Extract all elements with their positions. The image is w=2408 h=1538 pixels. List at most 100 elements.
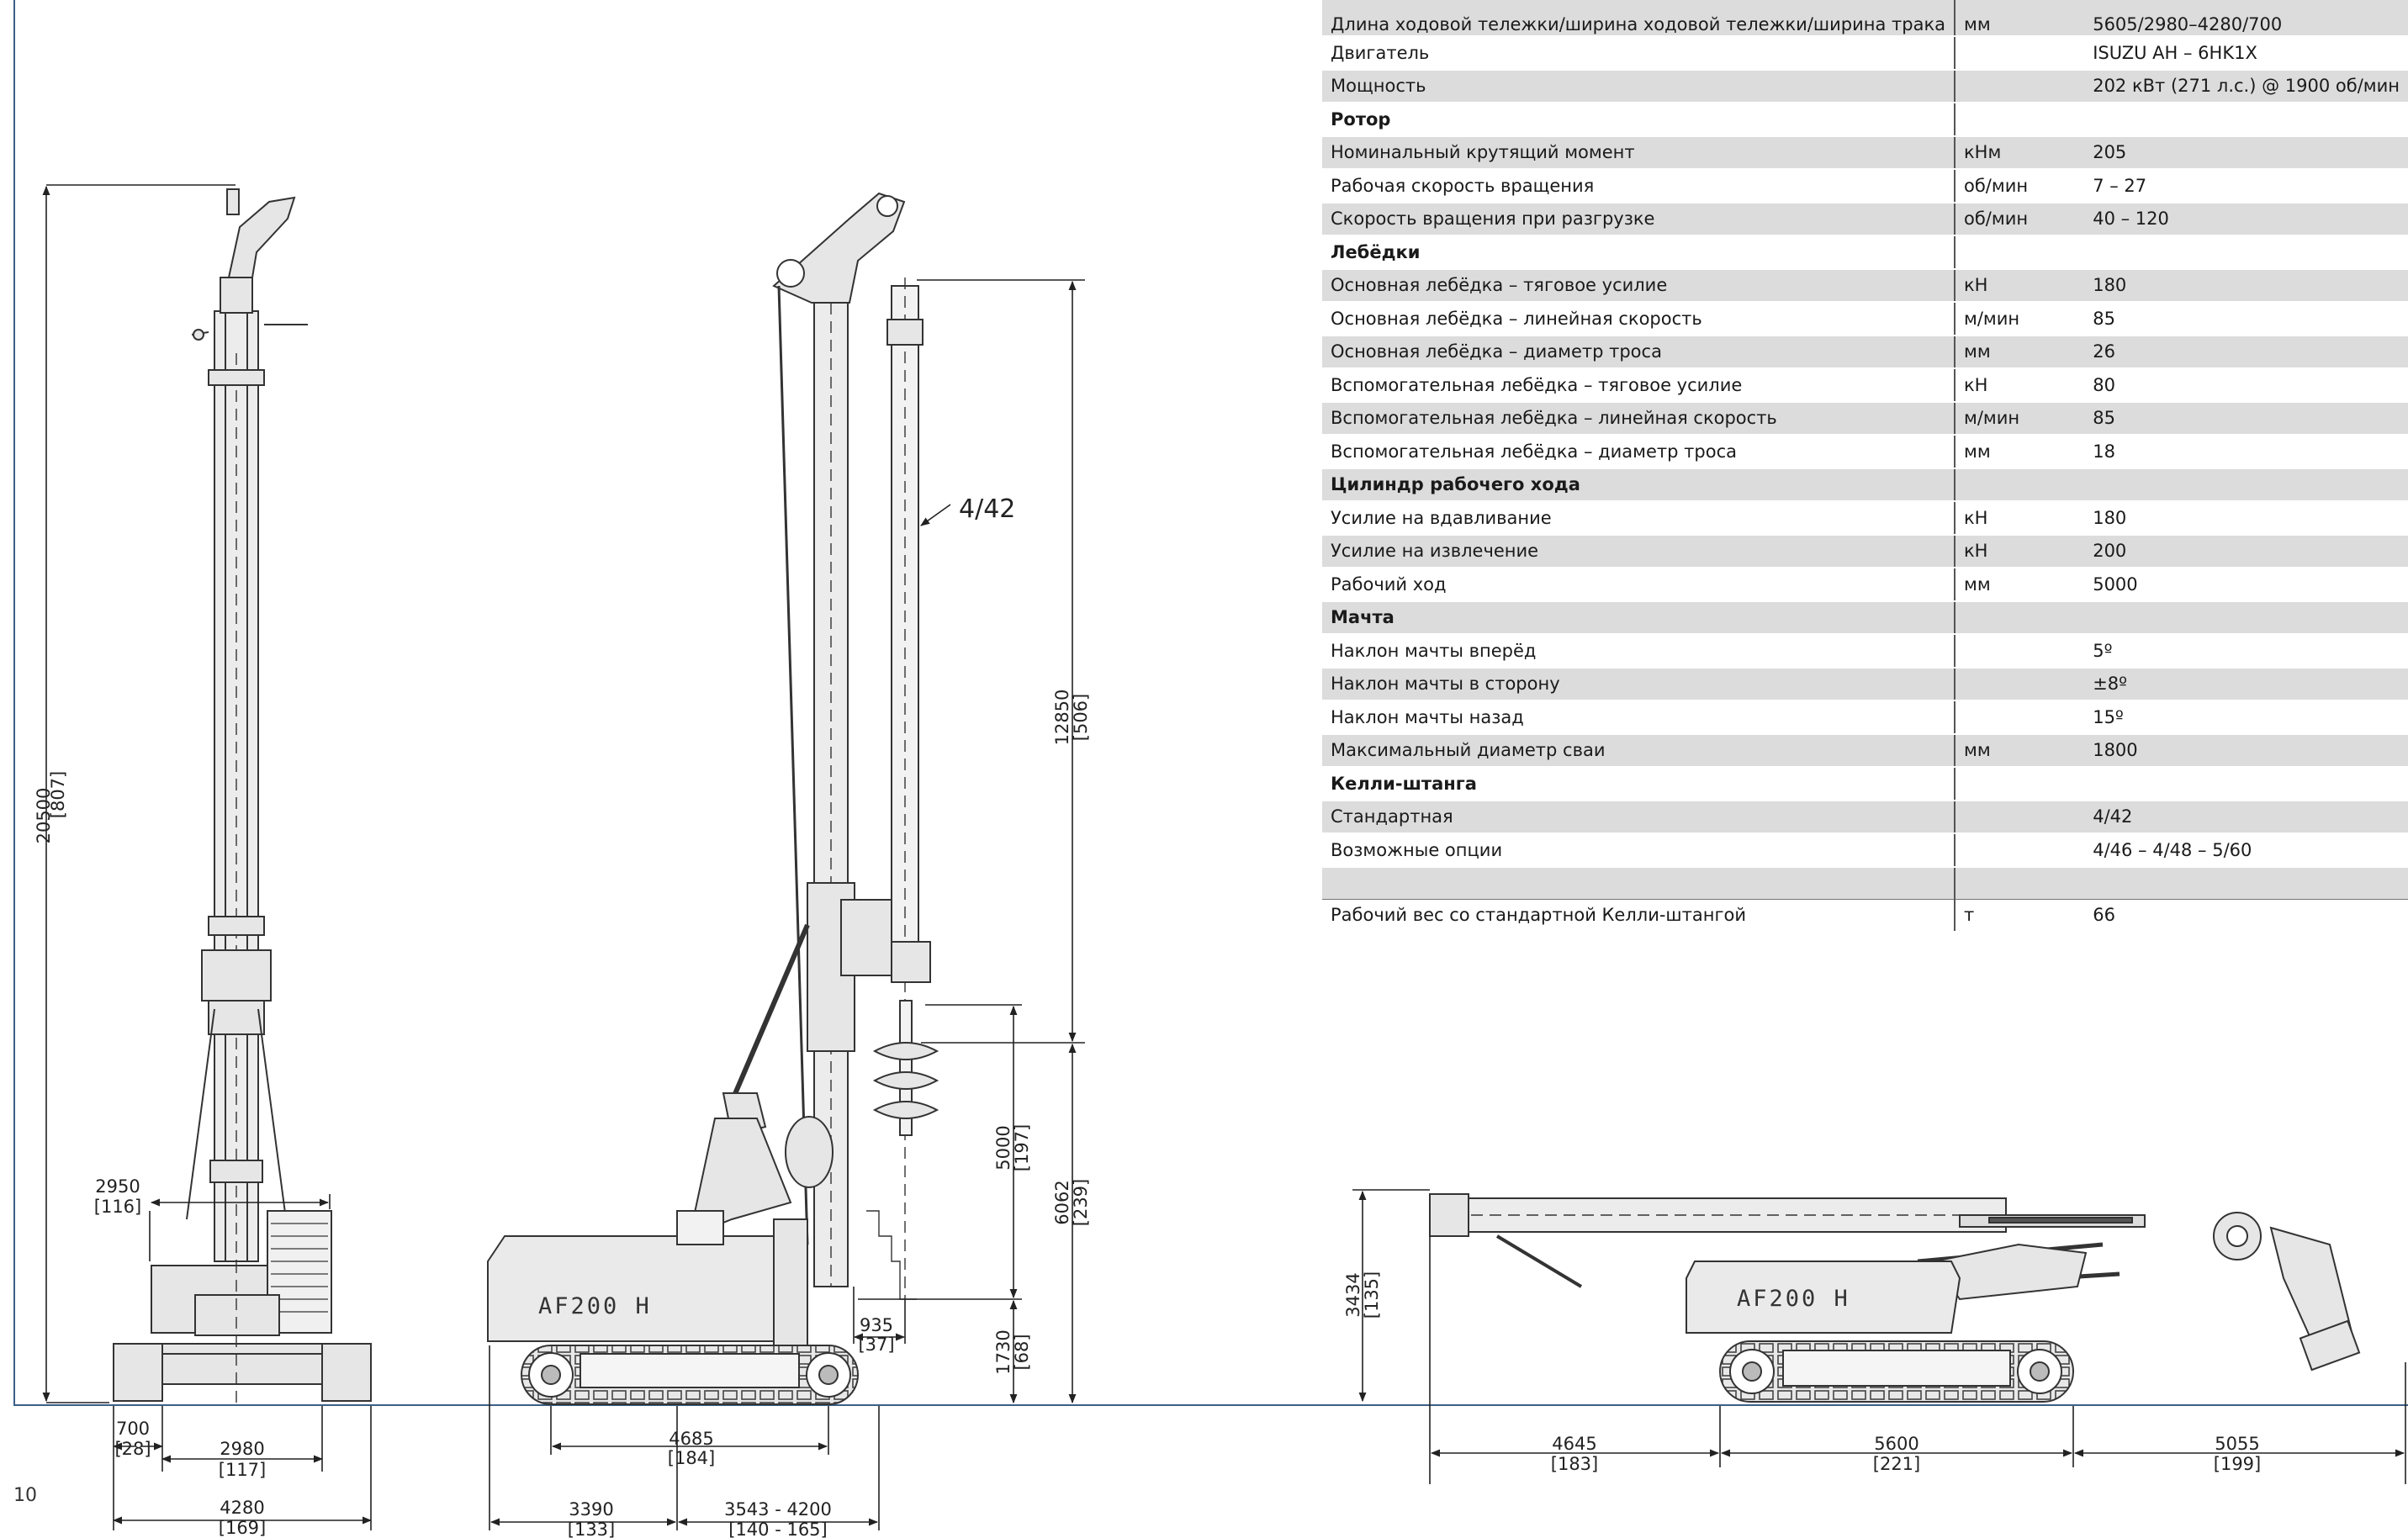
spec-label: Основная лебёдка – диаметр троса	[1322, 335, 1955, 369]
model-label-transport: AF200 H	[1737, 1286, 1850, 1312]
dim-track-length-in: [184]	[668, 1448, 715, 1468]
spec-label: Максимальный диаметр сваи	[1322, 733, 1955, 768]
spec-value: 26	[2084, 335, 2408, 369]
spec-label: Наклон мачты назад	[1322, 700, 1955, 735]
spec-value: 1800	[2084, 733, 2408, 768]
spec-value	[2084, 468, 2408, 502]
spec-unit	[1953, 667, 2085, 701]
spec-value: 5605/2980–4280/700	[2084, 0, 2408, 37]
spec-unit: кН	[1953, 368, 2085, 403]
spec-value	[2084, 235, 2408, 270]
dim-gauge-max: 4280	[220, 1498, 264, 1518]
spec-unit	[1953, 700, 2085, 735]
dim-mast-above-in: [506]	[1071, 694, 1091, 741]
kelly-callout-label: 4/42	[959, 494, 1015, 524]
spec-label: Стандартная	[1322, 800, 1955, 834]
spec-unit: мм	[1953, 0, 2085, 37]
dim-mast-above: 12850	[1052, 690, 1072, 746]
spec-value: 66	[2084, 899, 2408, 933]
dim-transport-height-in: [135]	[1362, 1271, 1382, 1319]
spec-value: 5º	[2084, 634, 2408, 669]
spec-label: Рабочий вес со стандартной Келли-штангой	[1322, 899, 1955, 933]
spec-value: 40 – 120	[2084, 202, 2408, 236]
spec-row: Длина ходовой тележки/ширина ходовой тел…	[1322, 0, 2408, 37]
spec-label: Основная лебёдка – тяговое усилие	[1322, 268, 1955, 303]
spec-value: 18	[2084, 435, 2408, 469]
spec-label: Рабочая скорость вращения	[1322, 169, 1955, 203]
spec-label: Наклон мачты вперёд	[1322, 634, 1955, 669]
transport-view-dimensions	[1352, 1189, 2406, 1484]
spec-value: 180	[2084, 268, 2408, 303]
spec-value: 200	[2084, 534, 2408, 568]
dim-height-total: 20500	[34, 788, 54, 844]
dim-transport-rear: 4645	[1552, 1434, 1596, 1454]
spec-unit	[1953, 767, 2085, 801]
spec-value: 180	[2084, 501, 2408, 536]
dim-rear-radius: 3390	[569, 1499, 613, 1520]
spec-unit	[1953, 833, 2085, 868]
spec-unit: т	[1953, 899, 2085, 933]
spec-unit: мм	[1953, 568, 2085, 602]
spec-row: Вспомогательная лебёдка – линейная скоро…	[1322, 401, 2408, 436]
dim-transport-height: 3434	[1343, 1272, 1363, 1317]
spec-label: Возможные опции	[1322, 833, 1955, 868]
spec-section-header: Келли-штанга	[1322, 767, 2408, 801]
spec-label: Длина ходовой тележки/ширина ходовой тел…	[1322, 0, 1955, 37]
dim-transport-front: 5055	[2215, 1434, 2259, 1454]
page-frame-left-rule	[13, 0, 15, 1406]
spec-unit: кН	[1953, 534, 2085, 568]
spec-unit: мм	[1953, 733, 2085, 768]
spec-value: 15º	[2084, 700, 2408, 735]
dim-transport-front-in: [199]	[2214, 1454, 2261, 1474]
transport-view-dimension-labels: 3434 [135] 4645 [183] 5600 [221] 5055 [1…	[1343, 1271, 2261, 1474]
spec-row: Возможные опции 4/46 – 4/48 – 5/60	[1322, 833, 2408, 868]
dim-gauge-min-in: [117]	[219, 1460, 266, 1480]
dim-gauge-max-in: [169]	[219, 1518, 266, 1538]
spec-unit: кНм	[1953, 135, 2085, 170]
dim-rear-radius-in: [133]	[568, 1520, 615, 1538]
spec-label: Вспомогательная лебёдка – диаметр троса	[1322, 435, 1955, 469]
spec-unit: кН	[1953, 501, 2085, 536]
spec-label: Мощность	[1322, 69, 1955, 103]
spec-label: Вспомогательная лебёдка – линейная скоро…	[1322, 401, 1955, 436]
spec-value: 4/46 – 4/48 – 5/60	[2084, 833, 2408, 868]
specification-table-body: Длина ходовой тележки/ширина ходовой тел…	[1322, 0, 2408, 933]
spec-value: 85	[2084, 302, 2408, 336]
spec-unit: мм	[1953, 335, 2085, 369]
spec-section-header: Мачта	[1322, 600, 2408, 635]
dim-ground-to-rotary-in: [239]	[1071, 1179, 1091, 1226]
spec-unit	[1953, 800, 2085, 834]
spec-value	[2084, 103, 2408, 137]
spec-label: Номинальный крутящий момент	[1322, 135, 1955, 170]
spec-row: Вспомогательная лебёдка – тяговое усилие…	[1322, 368, 2408, 403]
dim-ground-to-rotary: 6062	[1052, 1180, 1072, 1224]
page-frame-bottom-rule	[13, 1404, 2408, 1406]
kelly-callout: 4/42	[920, 494, 1015, 526]
spec-label: Цилиндр рабочего хода	[1322, 468, 1955, 502]
spec-label: Мачта	[1322, 600, 1955, 635]
transport-view-drawing	[1429, 1193, 2361, 1403]
spec-value	[2084, 600, 2408, 635]
dim-cab-width-in: [116]	[94, 1197, 141, 1217]
spec-unit: мм	[1953, 435, 2085, 469]
dim-height-total-in: [807]	[48, 771, 68, 818]
dim-track-width: 700	[116, 1419, 150, 1439]
dim-stroke: 5000	[993, 1125, 1013, 1170]
spec-value	[2084, 866, 2408, 900]
side-view-drawing	[487, 192, 939, 1405]
spec-section-header: Цилиндр рабочего хода	[1322, 468, 2408, 502]
spec-label: Вспомогательная лебёдка – тяговое усилие	[1322, 368, 1955, 403]
dim-rotary-offset-in: [37]	[858, 1335, 894, 1355]
spec-unit: м/мин	[1953, 401, 2085, 436]
